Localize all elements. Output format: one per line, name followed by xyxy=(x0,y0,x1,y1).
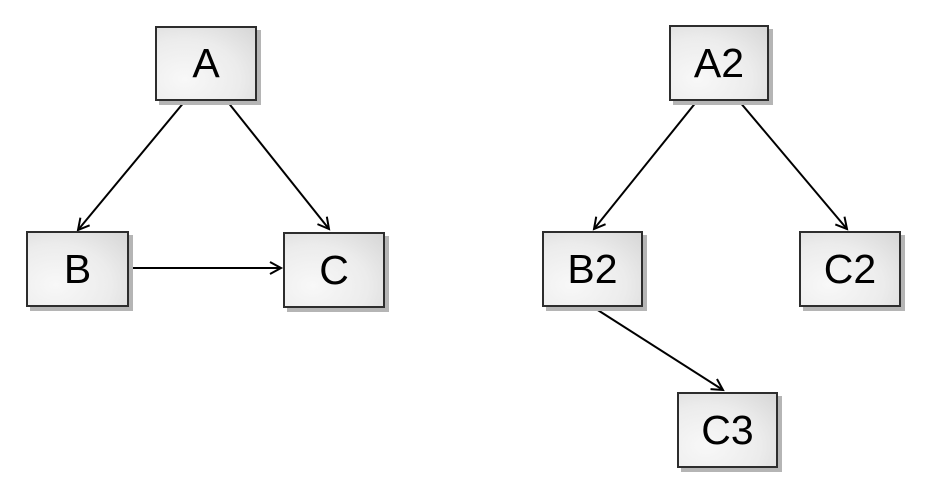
edge-B2-to-C3[interactable] xyxy=(592,306,725,392)
node-A2-label: A2 xyxy=(693,39,745,86)
node-C[interactable]: C xyxy=(283,232,385,308)
node-B2-label: B2 xyxy=(567,245,618,292)
edge-A-to-C[interactable] xyxy=(226,100,331,231)
node-C3[interactable]: C3 xyxy=(677,392,778,468)
node-C-label: C xyxy=(319,246,349,293)
node-B2[interactable]: B2 xyxy=(542,231,643,307)
node-C2[interactable]: C2 xyxy=(799,231,901,307)
node-B-label: B xyxy=(63,245,92,292)
node-B[interactable]: B xyxy=(26,231,129,307)
node-A[interactable]: A xyxy=(155,26,257,101)
edge-A2-to-C2[interactable] xyxy=(738,100,849,231)
node-A2[interactable]: A2 xyxy=(669,25,769,101)
edge-A-to-B[interactable] xyxy=(76,100,186,232)
node-A-label: A xyxy=(192,40,220,86)
node-C3-label: C3 xyxy=(701,406,754,453)
edge-A2-to-B2[interactable] xyxy=(592,100,698,231)
node-C2-label: C2 xyxy=(823,245,877,292)
